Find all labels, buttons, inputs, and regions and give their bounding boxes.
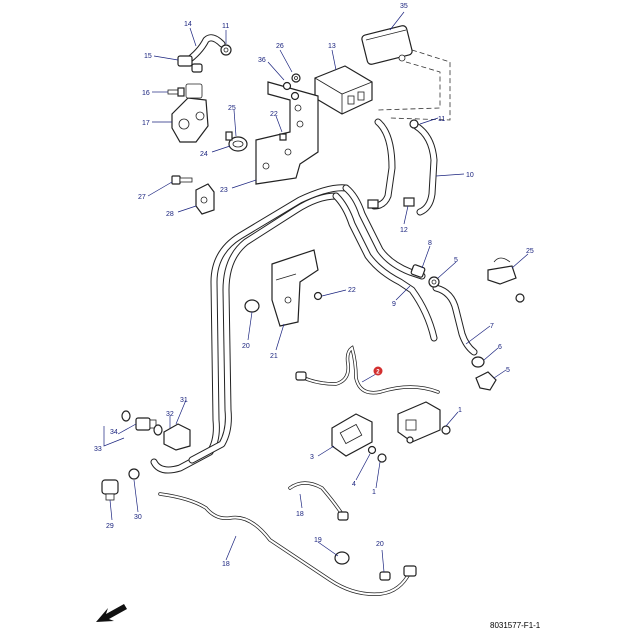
bolt-1a	[441, 425, 451, 435]
clamp-5a	[428, 276, 440, 288]
reference-code: 8031577-F1-1	[490, 621, 541, 630]
callout-25: 25	[228, 105, 236, 112]
hose-10	[370, 118, 438, 216]
callout-22: 22	[270, 111, 278, 118]
fitting-32	[163, 423, 191, 451]
callout-1: 1	[458, 407, 462, 414]
connector-block	[397, 401, 441, 444]
mounting-bracket-23	[255, 81, 319, 185]
callout-34: 34	[110, 429, 118, 436]
callout-31: 31	[180, 397, 188, 404]
callout-12: 12	[400, 227, 408, 234]
leader-lines	[103, 11, 529, 573]
callout-22-b: 22	[348, 287, 356, 294]
sensor-wire-2	[295, 345, 440, 395]
callout-6: 6	[498, 344, 502, 351]
clamp-6	[471, 356, 485, 368]
seal-ring-30	[128, 468, 140, 480]
callout-19: 19	[314, 537, 322, 544]
clip-20b	[379, 571, 391, 581]
callout-35: 35	[400, 3, 408, 10]
front-arrow-icon	[96, 604, 127, 622]
callout-30: 30	[134, 514, 142, 521]
callout-32: 32	[166, 411, 174, 418]
valve-17	[171, 83, 209, 143]
callout-15: 15	[144, 53, 152, 60]
main-hose-left-loop	[150, 184, 350, 474]
callout-3: 3	[310, 454, 314, 461]
callout-11: 11	[222, 23, 229, 30]
electronic-housing-13	[314, 65, 373, 115]
callout-18-b: 18	[222, 561, 230, 568]
elbow-5b	[475, 371, 497, 391]
bolt-16	[167, 87, 185, 97]
clamp-11b	[409, 119, 419, 129]
clamp-12	[367, 197, 415, 209]
callout-29: 29	[106, 523, 114, 530]
callout-33: 33	[94, 446, 102, 453]
clamp-20a	[244, 299, 260, 313]
callout-25-b: 25	[526, 248, 534, 255]
callout-4: 4	[352, 481, 356, 488]
callout-28: 28	[166, 211, 174, 218]
callout-labels: 35 14 11 15 26 13 36 16 17 25 22 11 24 1…	[94, 3, 534, 568]
bolt-1b	[377, 453, 387, 463]
callout-20-b: 20	[376, 541, 384, 548]
nut-26	[291, 73, 301, 83]
bracket-21	[271, 249, 319, 327]
callout-23: 23	[220, 187, 228, 194]
callout-26: 26	[276, 43, 284, 50]
fitting-15	[177, 55, 203, 73]
seal-ring-33	[121, 410, 163, 436]
callout-20: 20	[242, 343, 250, 350]
callout-27: 27	[138, 194, 146, 201]
callout-2: 2	[376, 369, 380, 375]
hose-7	[432, 284, 478, 356]
callout-5: 5	[454, 257, 458, 264]
callout-24: 24	[200, 151, 208, 158]
callout-21: 21	[270, 353, 278, 360]
callout-17: 17	[142, 120, 150, 127]
nut-22b	[313, 291, 323, 301]
callout-16: 16	[142, 90, 150, 97]
callout-18: 18	[296, 511, 304, 518]
fitting-34	[135, 417, 157, 431]
module-3	[331, 413, 373, 457]
clip-19	[334, 551, 350, 565]
callout-5-b: 5	[506, 367, 510, 374]
block-28	[195, 183, 215, 215]
callout-14: 14	[184, 21, 192, 28]
highlight-callout-2: 2	[373, 366, 383, 376]
callout-13: 13	[328, 43, 336, 50]
bolt-27	[171, 175, 193, 185]
callout-36: 36	[258, 57, 266, 64]
callout-11-b: 11	[438, 116, 445, 123]
clamp-11a	[220, 44, 232, 56]
callout-8: 8	[428, 240, 432, 247]
callout-1-b: 1	[372, 489, 376, 496]
bracket-25b	[487, 257, 525, 303]
nut-36	[282, 81, 300, 101]
clamp-24	[225, 131, 248, 152]
callout-10: 10	[466, 172, 474, 179]
hose-8	[410, 264, 426, 278]
nut-4	[367, 445, 377, 455]
wiring-harness-18	[158, 481, 417, 596]
callout-7: 7	[490, 323, 494, 330]
hose-elbow-14	[182, 34, 226, 66]
ecu-module-35	[361, 25, 413, 65]
dashed-connection-lines	[377, 49, 451, 121]
plug-29	[101, 479, 119, 501]
callout-9: 9	[392, 301, 396, 308]
bolt-22a	[279, 133, 287, 141]
main-hose-right-run	[332, 184, 438, 342]
